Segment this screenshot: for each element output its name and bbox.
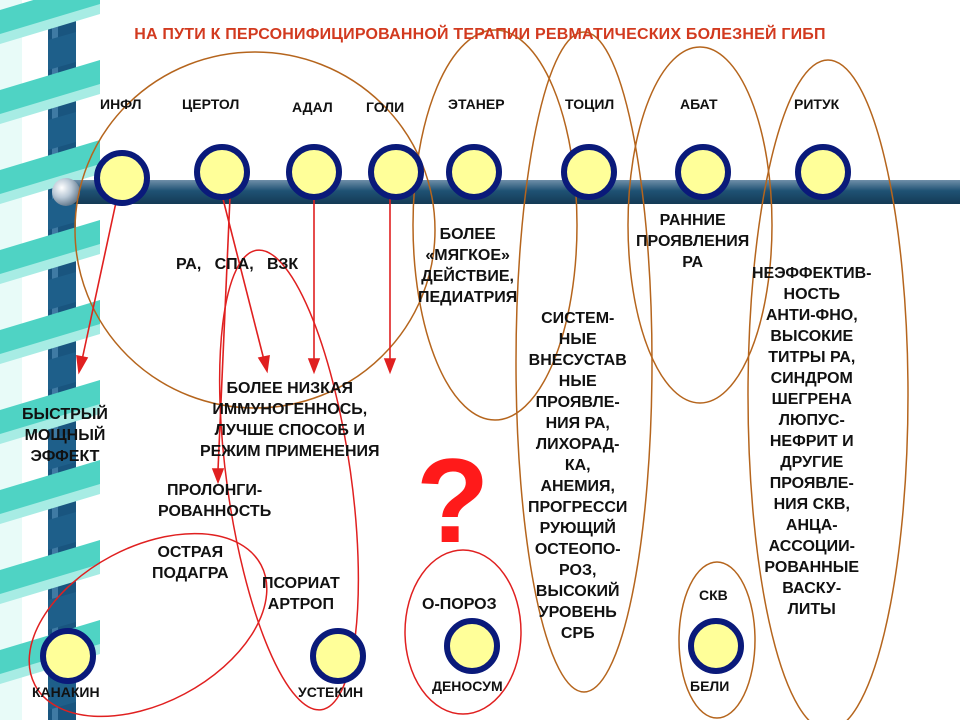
label-etaner: ЭТАНЕР — [448, 96, 505, 112]
timeline-bar-endcap — [52, 178, 80, 206]
label-infl: ИНФЛ — [100, 96, 142, 112]
text-ra-spa-vzk: РА, СПА, ВЗК — [176, 256, 299, 273]
label-kanakin: КАНАКИН — [32, 684, 100, 700]
arrow-goli-to-lower-immunogenicity — [383, 193, 397, 375]
node-denosum — [444, 618, 500, 674]
node-goli — [368, 144, 424, 200]
node-certol — [194, 144, 250, 200]
arrow-infl-to-fast-effect — [76, 192, 119, 375]
text-acute-gout: ОСТРАЯ ПОДАГРА — [152, 544, 229, 582]
label-rituk: РИТУК — [794, 96, 840, 112]
text-systemic-manifestations: СИСТЕМ- НЫЕ ВНЕСУСТАВ НЫЕ ПРОЯВЛЕ- НИЯ Р… — [528, 310, 628, 642]
text-prolonged: ПРОЛОНГИ- РОВАННОСТЬ — [158, 482, 272, 520]
text-lower-immunogenicity: БОЛЕЕ НИЗКАЯ ИММУНОГЕННОСЬ, ЛУЧШЕ СПОСОБ… — [200, 380, 380, 460]
oval-tocil — [515, 31, 653, 693]
question-mark: ? — [416, 434, 490, 568]
label-beli: БЕЛИ — [690, 678, 730, 694]
node-ustekin — [310, 628, 366, 684]
label-goli: ГОЛИ — [366, 99, 405, 115]
node-kanakin — [40, 628, 96, 684]
oval-etaner — [412, 29, 578, 421]
text-early-ra: РАННИЕ ПРОЯВЛЕНИЯ РА — [636, 212, 750, 271]
node-beli — [688, 618, 744, 674]
oval-rituk — [747, 59, 909, 720]
node-tocil — [561, 144, 617, 200]
text-skv: СКВ — [699, 587, 728, 603]
node-rituk — [795, 144, 851, 200]
node-abat — [675, 144, 731, 200]
text-osteoporosis: О-ПОРОЗ — [422, 596, 497, 613]
label-denosum: ДЕНОСУМ — [432, 678, 503, 694]
oval-abat — [627, 46, 773, 404]
oval-beli — [678, 561, 756, 719]
node-etaner — [446, 144, 502, 200]
node-adal — [286, 144, 342, 200]
label-certol: ЦЕРТОЛ — [182, 96, 240, 112]
oval-tnf-group — [74, 51, 436, 409]
node-infl — [94, 150, 150, 206]
label-abat: АБАТ — [680, 96, 718, 112]
text-psoriatic-arthropathy: ПСОРИАТ АРТРОП — [262, 575, 340, 613]
text-fast-effect: БЫСТРЫЙ МОЩНЫЙ ЭФФЕКТ — [22, 406, 108, 465]
arrow-adal-to-lower-immunogenicity — [307, 193, 321, 375]
arrow-certol-to-prolonged — [211, 196, 231, 485]
text-softer-action: БОЛЕЕ «МЯГКОЕ» ДЕЙСТВИЕ, ПЕДИАТРИЯ — [418, 226, 518, 306]
label-adal: АДАЛ — [292, 99, 333, 115]
oval-denosum — [404, 549, 522, 715]
oval-kanakin — [28, 532, 268, 718]
slide-title: НА ПУТИ К ПЕРСОНИФИЦИРОВАННОЙ ТЕРАПИИ РЕ… — [134, 26, 826, 43]
text-anti-tnf-ineffectiveness: НЕЭФФЕКТИВ- НОСТЬ АНТИ-ФНО, ВЫСОКИЕ ТИТР… — [752, 265, 872, 618]
label-ustekin: УСТЕКИН — [298, 684, 364, 700]
oval-ustekin — [218, 249, 360, 711]
label-tocil: ТОЦИЛ — [565, 96, 615, 112]
